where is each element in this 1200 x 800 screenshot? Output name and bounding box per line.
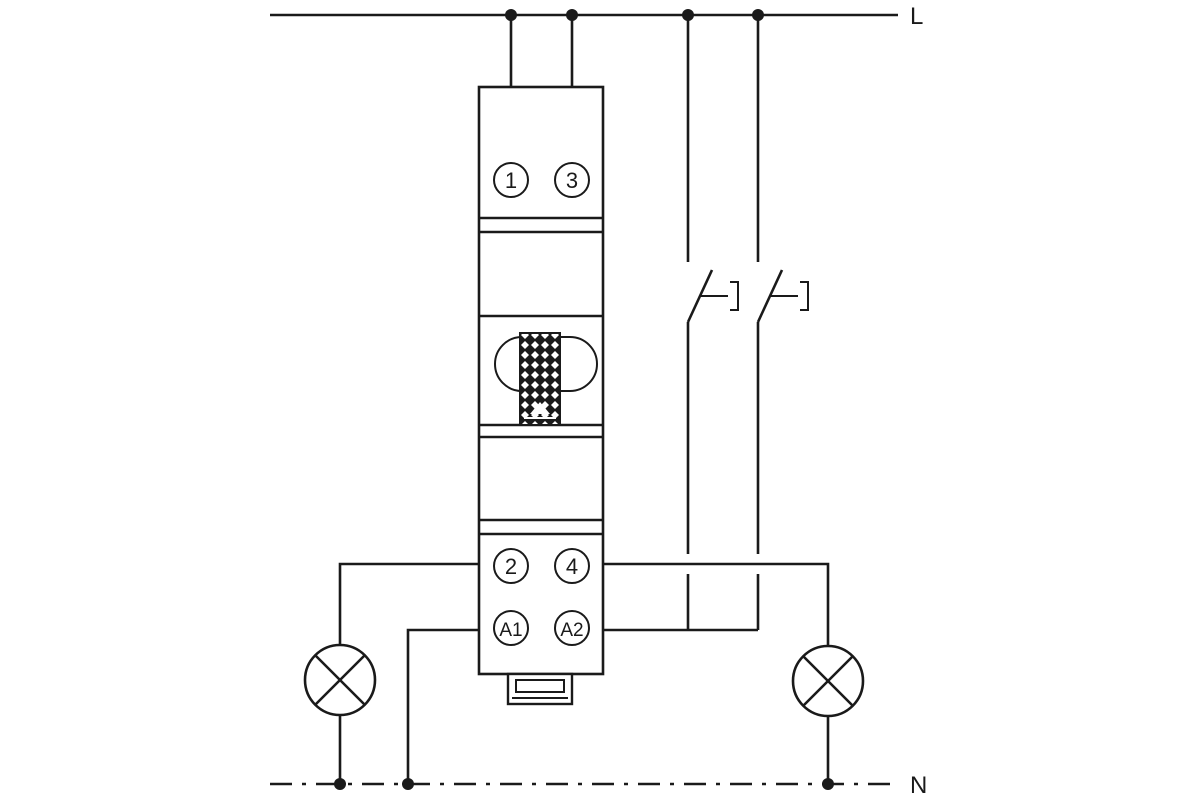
terminal-3-label: 3 <box>566 168 578 193</box>
coil-a1-wire <box>406 628 479 784</box>
terminal-a1-label: A1 <box>499 620 522 641</box>
junction-dot <box>334 778 346 790</box>
neutral-rail-label: N <box>910 772 927 799</box>
junction-dot <box>682 9 694 21</box>
terminal-a1: A1 <box>493 610 529 646</box>
pushbutton-2-icon <box>756 269 809 323</box>
left-lamp-icon <box>303 643 377 717</box>
junction-dot <box>822 778 834 790</box>
terminal-1: 1 <box>493 162 529 198</box>
line-rail: L <box>270 3 923 30</box>
pushbutton-1-icon <box>686 269 739 323</box>
terminal-4: 4 <box>554 548 590 584</box>
junction-dot <box>505 9 517 21</box>
left-lamp-wire <box>338 562 479 784</box>
terminal-a2: A2 <box>554 610 590 646</box>
line-rail-label: L <box>910 3 923 30</box>
terminal-1-label: 1 <box>505 168 517 193</box>
terminal-2-label: 2 <box>505 554 517 579</box>
terminal-3: 3 <box>554 162 590 198</box>
terminal-2: 2 <box>493 548 529 584</box>
junction-dot <box>566 9 578 21</box>
junction-dot <box>402 778 414 790</box>
din-clip <box>506 672 574 706</box>
manual-override-knob-icon <box>494 332 598 426</box>
junction-dot <box>752 9 764 21</box>
terminal-a2-label: A2 <box>560 620 583 641</box>
relay-supply-wires <box>509 15 574 87</box>
impulse-relay: 1 3 2 4 A1 A2 <box>477 85 605 706</box>
neutral-rail: N <box>270 772 927 799</box>
right-lamp-icon <box>791 644 865 718</box>
terminal-4-label: 4 <box>566 554 578 579</box>
right-lamp-wire <box>603 562 830 784</box>
